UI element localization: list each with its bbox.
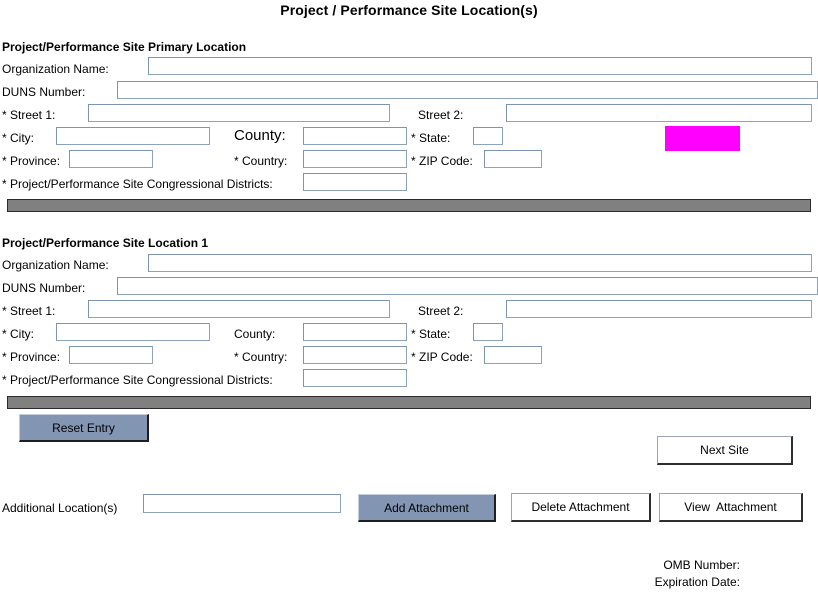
add-attachment-button[interactable]: Add Attachment [358, 494, 496, 522]
street2-label-primary: Street 2: [418, 108, 464, 122]
street2-input-primary[interactable] [506, 104, 812, 122]
street2-label-location-1: Street 2: [418, 304, 464, 318]
city-label-location-1: * City: [2, 327, 35, 341]
zip-input-primary[interactable] [484, 150, 542, 168]
city-input-location-1[interactable] [56, 323, 210, 341]
duns-number-input-primary[interactable] [117, 81, 818, 99]
state-input-location-1[interactable] [473, 323, 503, 341]
street2-input-location-1[interactable] [506, 300, 812, 318]
country-label-location-1: * Country: [234, 350, 288, 364]
city-label-primary: * City: [2, 131, 35, 145]
province-label-primary: * Province: [2, 154, 61, 168]
zip-label-location-1: * ZIP Code: [411, 350, 473, 364]
view-attachment-button[interactable]: View Attachment [659, 493, 803, 522]
street1-label-primary: * Street 1: [2, 108, 56, 122]
section-divider-2 [7, 396, 811, 409]
state-label-location-1: * State: [411, 327, 451, 341]
city-input-primary[interactable] [56, 127, 210, 145]
duns-number-label-primary: DUNS Number: [2, 85, 86, 99]
street1-input-location-1[interactable] [88, 300, 390, 318]
zip-label-primary: * ZIP Code: [411, 154, 473, 168]
organization-name-input-primary[interactable] [148, 57, 812, 75]
province-label-location-1: * Province: [2, 350, 61, 364]
county-input-location-1[interactable] [303, 323, 407, 341]
duns-number-input-location-1[interactable] [117, 277, 818, 295]
street1-label-location-1: * Street 1: [2, 304, 56, 318]
congressional-districts-label-location-1: * Project/Performance Site Congressional… [2, 373, 273, 387]
organization-name-label-primary: Organization Name: [2, 62, 109, 76]
country-input-location-1[interactable] [303, 346, 407, 364]
additional-locations-label: Additional Location(s) [2, 501, 118, 515]
section-heading-location-1: Project/Performance Site Location 1 [2, 236, 209, 250]
organization-name-label-location-1: Organization Name: [2, 258, 109, 272]
congressional-districts-label-primary: * Project/Performance Site Congressional… [2, 177, 273, 191]
county-label-primary: County: [234, 127, 286, 144]
country-input-primary[interactable] [303, 150, 407, 168]
zip-input-location-1[interactable] [484, 346, 542, 364]
delete-attachment-button[interactable]: Delete Attachment [511, 493, 651, 522]
next-site-button[interactable]: Next Site [657, 436, 793, 465]
state-label-primary: * State: [411, 131, 451, 145]
province-input-location-1[interactable] [69, 346, 153, 364]
street1-input-primary[interactable] [88, 104, 390, 122]
section-divider-1 [7, 199, 811, 212]
omb-number-label: OMB Number: [663, 558, 740, 572]
page-title: Project / Performance Site Location(s) [280, 2, 538, 18]
organization-name-input-location-1[interactable] [148, 254, 812, 272]
county-label-location-1: County: [234, 327, 276, 341]
primary-location-highlight-block [665, 126, 740, 151]
state-input-primary[interactable] [473, 127, 503, 145]
expiration-date-label: Expiration Date: [654, 575, 740, 589]
reset-entry-button[interactable]: Reset Entry [19, 414, 149, 442]
congressional-districts-input-primary[interactable] [303, 173, 407, 191]
country-label-primary: * Country: [234, 154, 288, 168]
additional-locations-input[interactable] [143, 494, 341, 513]
section-heading-primary: Project/Performance Site Primary Locatio… [2, 40, 247, 54]
congressional-districts-input-location-1[interactable] [303, 369, 407, 387]
duns-number-label-location-1: DUNS Number: [2, 281, 86, 295]
county-input-primary[interactable] [303, 127, 407, 145]
province-input-primary[interactable] [69, 150, 153, 168]
